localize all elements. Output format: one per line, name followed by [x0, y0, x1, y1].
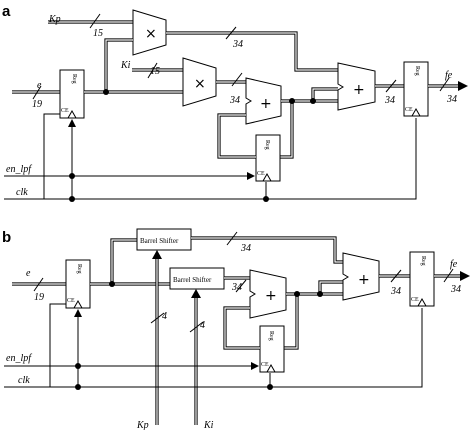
ki-multiplier-a — [182, 57, 217, 107]
fe-bus-a — [428, 77, 468, 92]
integrator-junction-2-a — [310, 98, 316, 104]
input-register-label-a: Reg — [71, 74, 77, 84]
integrator-adder-symbol: + — [260, 96, 272, 112]
ki-product-width-a: 34 — [229, 95, 240, 106]
bs-kp-out-bus — [191, 231, 343, 264]
barrel-shifter-kp-label: Barrel Shifter — [140, 237, 179, 245]
barrel-shifter-ki-label: Barrel Shifter — [173, 276, 212, 284]
integrator-adder-symbol-b: + — [265, 288, 277, 304]
kp-product-width-a: 34 — [232, 39, 243, 50]
clk-junction-2-a — [263, 196, 269, 202]
e-label-b: e — [26, 268, 31, 279]
output-register-label-a: Reg — [414, 66, 420, 76]
e-width-b: 19 — [34, 292, 44, 303]
error-bus-a — [84, 38, 183, 94]
clk-label-a: clk — [16, 187, 28, 198]
e-bus-a — [12, 85, 60, 100]
clk-label-b: clk — [18, 375, 30, 386]
output-register-label-b: Reg — [420, 256, 426, 266]
kp-label-a: Kp — [48, 14, 61, 25]
integrator-in-width-b: 34 — [231, 282, 242, 293]
ki-multiplier-symbol: × — [194, 76, 206, 92]
ki-product-bus-a — [216, 72, 246, 87]
integrator-junction-1-b — [294, 291, 300, 297]
integrator-register-label-a: Reg — [264, 140, 270, 150]
output-register-a — [403, 61, 429, 117]
en-lpf-line-b — [4, 309, 259, 370]
ki-width-a: 15 — [150, 66, 160, 77]
output-register-ce-b: CE — [411, 297, 419, 303]
kp-width-a: 15 — [93, 28, 103, 39]
fe-width-a: 34 — [446, 94, 457, 105]
output-adder-symbol: + — [353, 82, 365, 98]
en-lpf-label-b: en_lpf — [6, 353, 32, 364]
integrator-register-a — [255, 134, 281, 182]
e-bus-b — [12, 277, 66, 292]
ki-bus-a — [132, 62, 183, 79]
feedback-bus-a — [217, 113, 256, 159]
fe-bus-b — [434, 268, 470, 283]
ki-label-a: Ki — [120, 60, 131, 71]
error-junction-a — [103, 89, 109, 95]
integrator-register-label-b: Reg — [268, 331, 274, 341]
kp-multiplier-symbol: × — [145, 26, 157, 42]
input-register-label-b: Reg — [76, 264, 82, 274]
panel-a-label: a — [2, 3, 11, 20]
integrator-out-bus-a — [280, 87, 338, 159]
kp-shift-width: 4 — [162, 311, 167, 322]
panel-a: a Kp 15 × 34 e 19 Reg CE — [2, 3, 468, 202]
clk-line-a — [4, 113, 417, 200]
input-register-ce-a: CE — [61, 108, 69, 114]
en-lpf-line-a — [4, 119, 255, 180]
clk-junction-2-b — [267, 384, 273, 390]
integrator-register-b — [259, 325, 285, 373]
ki-label-b: Ki — [203, 420, 214, 430]
fe-label-a: fe — [445, 70, 453, 81]
output-register-ce-a: CE — [405, 107, 413, 113]
output-register-b — [409, 251, 435, 307]
input-register-ce-b: CE — [67, 298, 75, 304]
integrator-register-ce-b: CE — [261, 362, 269, 368]
sum-bus-a — [375, 79, 404, 93]
e-width-a: 19 — [32, 99, 42, 110]
en-lpf-label-a: en_lpf — [6, 164, 32, 175]
sum-bus-b — [379, 269, 410, 283]
bs-kp-out-width: 34 — [240, 243, 251, 254]
kp-bus-a — [48, 13, 133, 29]
clk-line-b — [4, 303, 423, 388]
kp-label-b: Kp — [136, 420, 149, 430]
panel-b: b e 19 Reg CE Barrel Shifter 34 Barrel S… — [2, 228, 470, 430]
output-adder-symbol-b: + — [358, 272, 370, 288]
integrator-junction-2-b — [317, 291, 323, 297]
fe-width-b: 34 — [450, 284, 461, 295]
kp-shift-bus-b — [150, 250, 165, 425]
integrator-junction-1-a — [289, 98, 295, 104]
clk-junction-1-b — [75, 384, 81, 390]
kp-product-bus-a — [166, 26, 338, 72]
e-label-a: e — [37, 80, 42, 91]
ki-shift-width: 4 — [200, 320, 205, 331]
error-junction-b — [109, 281, 115, 287]
sum-width-b: 34 — [390, 286, 401, 297]
panel-b-label: b — [2, 229, 11, 246]
sum-width-a: 34 — [384, 95, 395, 106]
fe-label-b: fe — [450, 259, 458, 270]
feedback-bus-b — [223, 306, 260, 350]
integrator-register-ce-a: CE — [257, 171, 265, 177]
integrator-out-bus-b — [284, 280, 343, 350]
output-adder-a — [337, 62, 376, 111]
ki-shift-bus-b — [189, 289, 204, 425]
output-adder-b — [342, 252, 380, 301]
